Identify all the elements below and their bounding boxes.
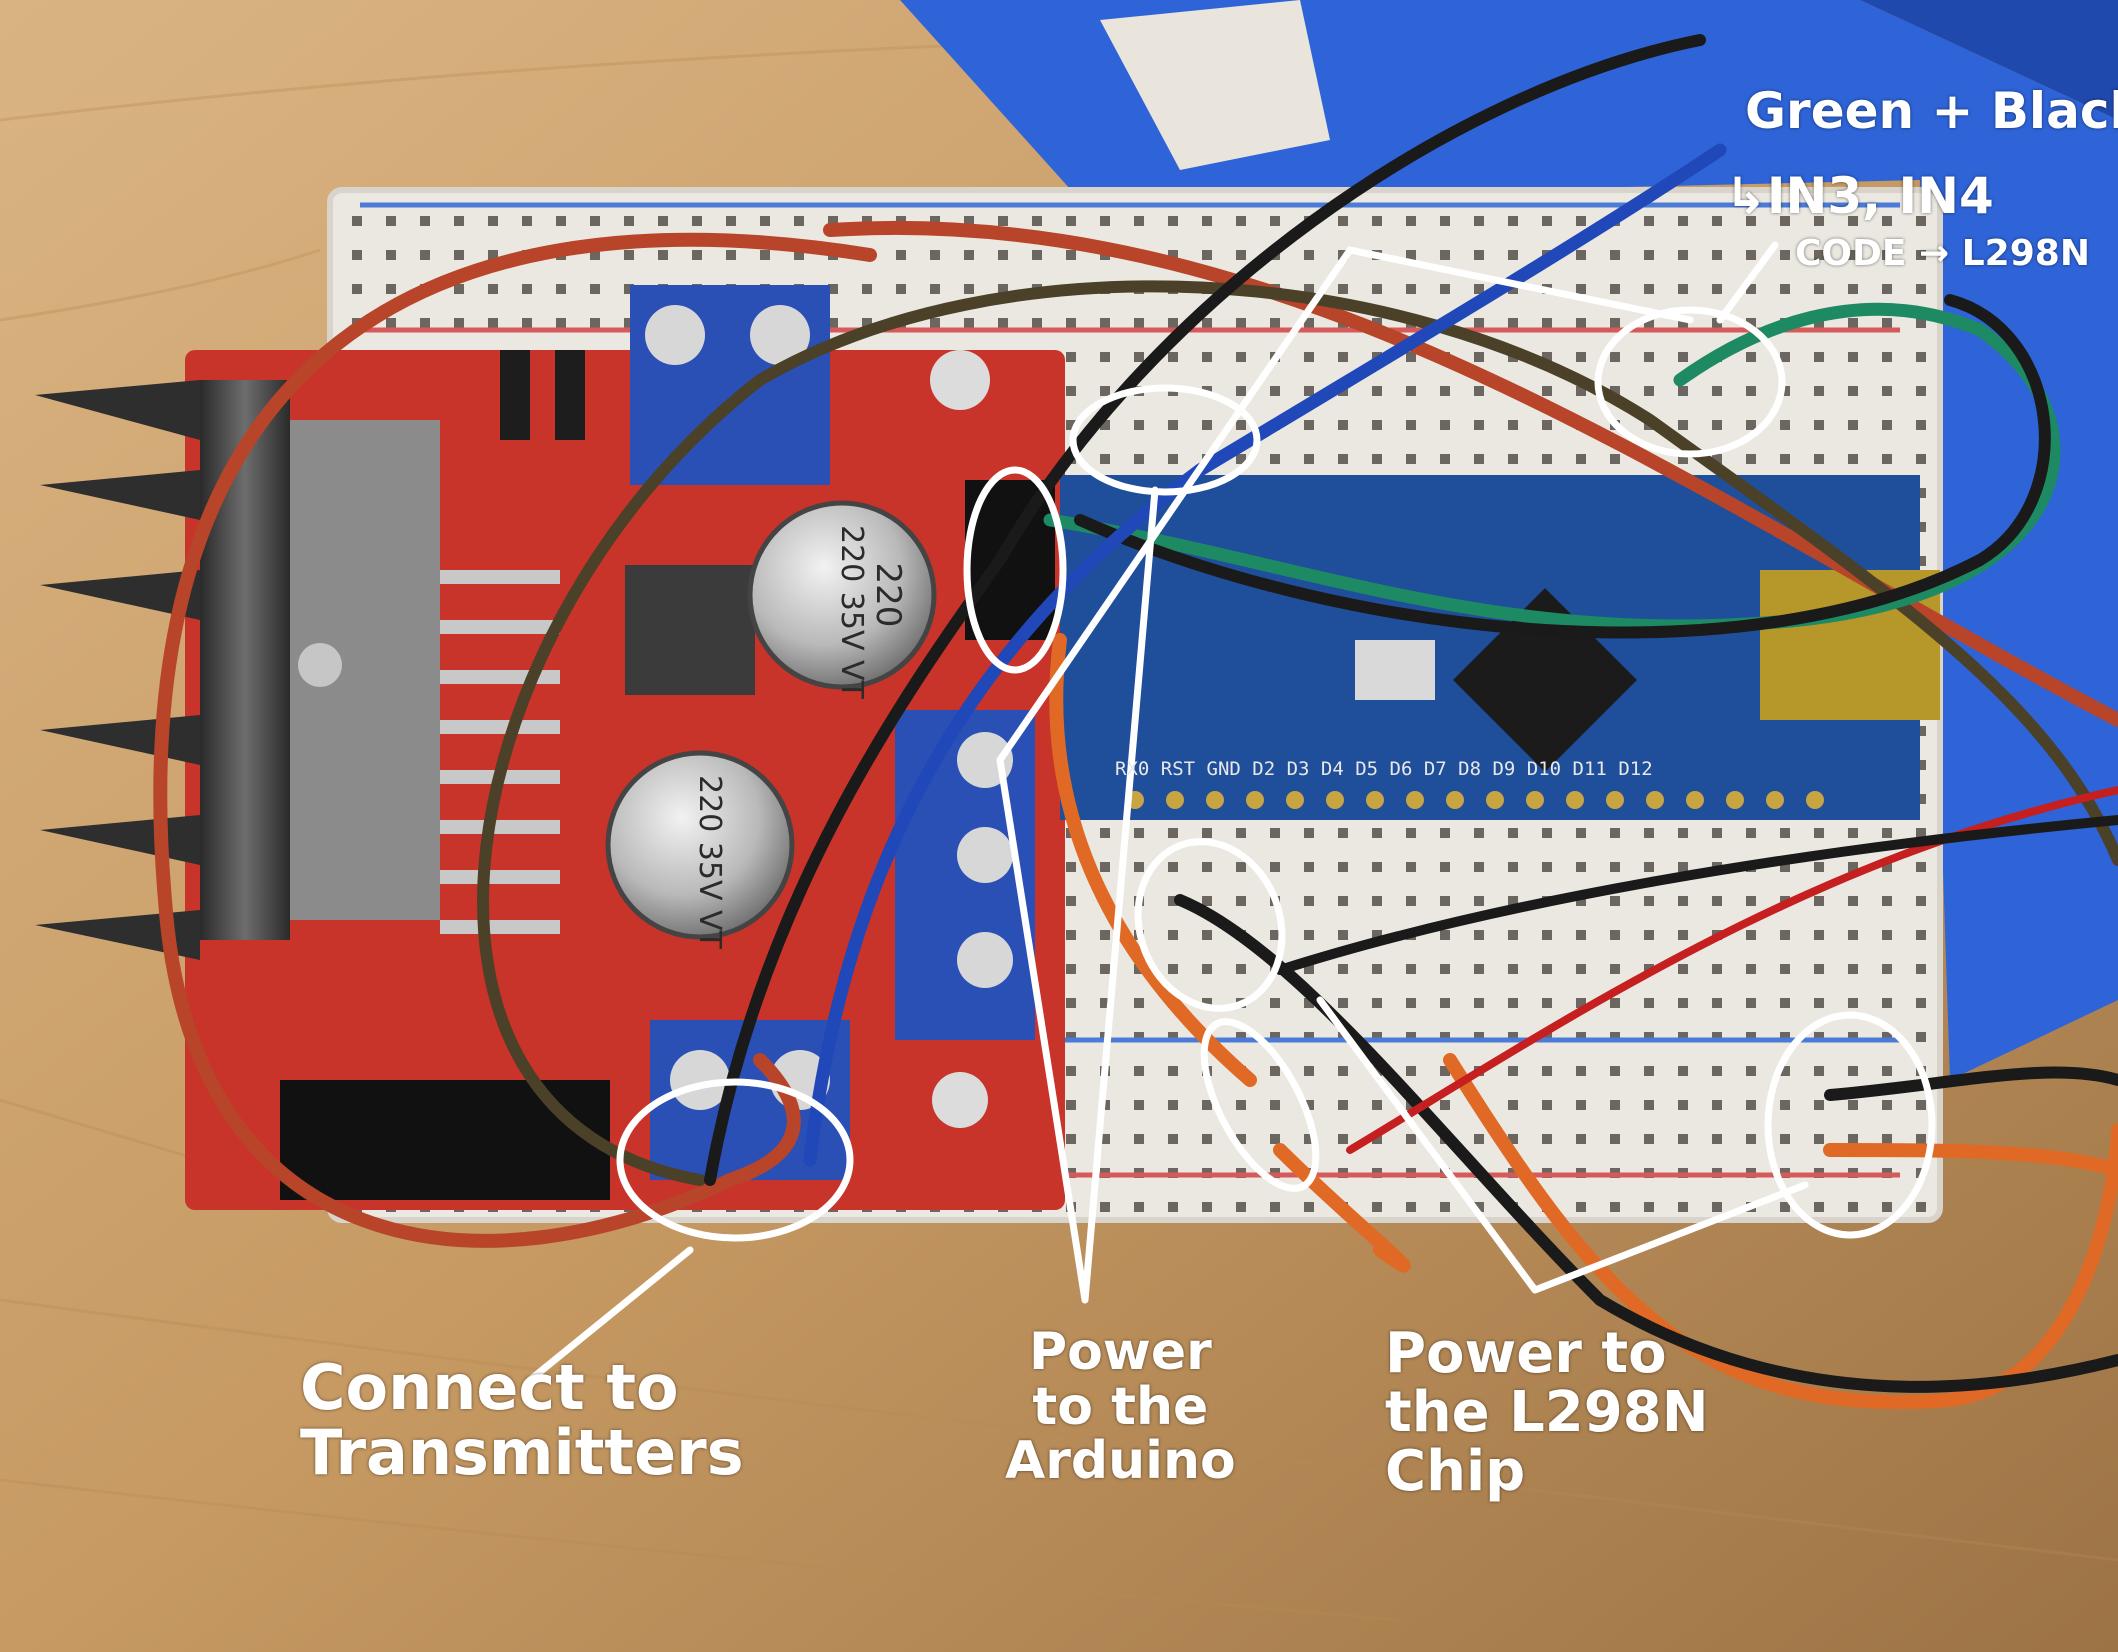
circle-code-pins <box>1594 306 1786 458</box>
circle-lower-pin <box>1200 1018 1320 1192</box>
blue-enclosure <box>900 0 2118 1080</box>
capacitor-top: 220 <box>747 500 937 690</box>
orange-wire-rail <box>1823 1143 2118 1177</box>
black-wire-loop <box>1074 294 2051 639</box>
voltage-regulator <box>625 565 755 695</box>
arrow-chip <box>1316 996 1809 1294</box>
black-wire-mid <box>1275 815 2118 975</box>
heat-sink <box>35 380 560 960</box>
circle-arduino-pin <box>1069 384 1261 496</box>
red-wire-long <box>823 220 2118 727</box>
annotation-green-black: Green + Black <box>1745 82 2118 140</box>
annotation-in-pins: ↳IN3, IN4 <box>1725 167 1994 225</box>
annotation-transmitters: Connect to Transmitters <box>300 1351 744 1490</box>
arrow-arduino <box>996 246 1694 1304</box>
capacitor-bottom <box>605 750 795 940</box>
arrow-transmitters <box>526 1246 694 1384</box>
arduino-nano <box>1060 475 1940 820</box>
annotation-code: CODE → L298N <box>1795 233 2090 274</box>
mounting-hole <box>932 1072 988 1128</box>
svg-text:220: 220 <box>868 563 908 628</box>
wires <box>153 34 2118 1410</box>
reset-button <box>1355 640 1435 700</box>
red-wire <box>153 232 877 1248</box>
wood-grain <box>0 38 2118 1622</box>
annotation-marks <box>526 241 1936 1384</box>
black-wire-transmitter <box>704 554 1006 1186</box>
black-wire-bottom <box>1174 894 2118 1393</box>
circle-rail <box>1764 1011 1936 1239</box>
mounting-hole <box>930 350 990 410</box>
circle-arduino-header <box>963 466 1067 674</box>
circle-chip-power <box>1134 838 1286 1012</box>
annotation-chip-power: Power to the L298N Chip <box>1385 1321 1709 1504</box>
arrow-code <box>1716 241 1779 324</box>
annotation-arduino-power: Power to the Arduino <box>1005 1322 1236 1492</box>
red-wire-right <box>1346 786 2118 1154</box>
circle-transmitters <box>616 1078 854 1242</box>
black-wire-rail <box>1824 1066 2118 1101</box>
power-jack <box>280 1080 610 1200</box>
